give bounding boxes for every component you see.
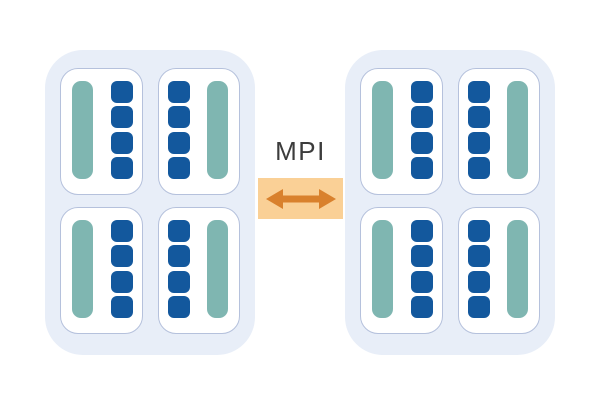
double-arrow-icon bbox=[265, 188, 336, 209]
core-column bbox=[167, 81, 190, 179]
socket-box bbox=[360, 68, 443, 195]
teal-bar bbox=[72, 81, 93, 179]
core-square bbox=[110, 295, 133, 318]
core-column bbox=[467, 220, 490, 318]
core-square bbox=[110, 106, 133, 129]
socket-box bbox=[60, 207, 143, 334]
core-square bbox=[467, 156, 490, 179]
compute-node-left bbox=[45, 50, 255, 355]
mpi-connector-box bbox=[258, 178, 343, 219]
core-square bbox=[410, 81, 433, 103]
core-square bbox=[410, 131, 433, 154]
teal-bar bbox=[372, 220, 393, 318]
core-square bbox=[410, 106, 433, 129]
core-square bbox=[167, 156, 190, 179]
core-square bbox=[110, 220, 133, 242]
core-square bbox=[410, 295, 433, 318]
core-column bbox=[167, 220, 190, 318]
core-column bbox=[110, 81, 133, 179]
core-square bbox=[110, 81, 133, 103]
core-square bbox=[410, 156, 433, 179]
socket-box bbox=[157, 68, 240, 195]
core-square bbox=[110, 131, 133, 154]
teal-bar bbox=[207, 81, 228, 179]
core-square bbox=[110, 245, 133, 268]
core-square bbox=[167, 106, 190, 129]
teal-bar bbox=[207, 220, 228, 318]
core-square bbox=[110, 156, 133, 179]
core-square bbox=[467, 295, 490, 318]
core-square bbox=[167, 270, 190, 293]
socket-box bbox=[360, 207, 443, 334]
socket-box bbox=[60, 68, 143, 195]
socket-box bbox=[457, 68, 540, 195]
core-square bbox=[110, 270, 133, 293]
core-column bbox=[410, 220, 433, 318]
core-square bbox=[167, 131, 190, 154]
teal-bar bbox=[72, 220, 93, 318]
core-column bbox=[467, 81, 490, 179]
teal-bar bbox=[507, 81, 528, 179]
compute-node-right bbox=[345, 50, 555, 355]
core-square bbox=[467, 245, 490, 268]
core-square bbox=[467, 106, 490, 129]
core-square bbox=[410, 245, 433, 268]
teal-bar bbox=[372, 81, 393, 179]
core-column bbox=[110, 220, 133, 318]
core-square bbox=[467, 81, 490, 103]
core-square bbox=[410, 220, 433, 242]
core-square bbox=[167, 81, 190, 103]
core-square bbox=[467, 131, 490, 154]
core-square bbox=[410, 270, 433, 293]
core-square bbox=[467, 220, 490, 242]
core-square bbox=[167, 220, 190, 242]
socket-box bbox=[457, 207, 540, 334]
core-square bbox=[467, 270, 490, 293]
core-square bbox=[167, 295, 190, 318]
core-column bbox=[410, 81, 433, 179]
socket-box bbox=[157, 207, 240, 334]
core-square bbox=[167, 245, 190, 268]
teal-bar bbox=[507, 220, 528, 318]
mpi-label: MPI bbox=[275, 136, 326, 166]
